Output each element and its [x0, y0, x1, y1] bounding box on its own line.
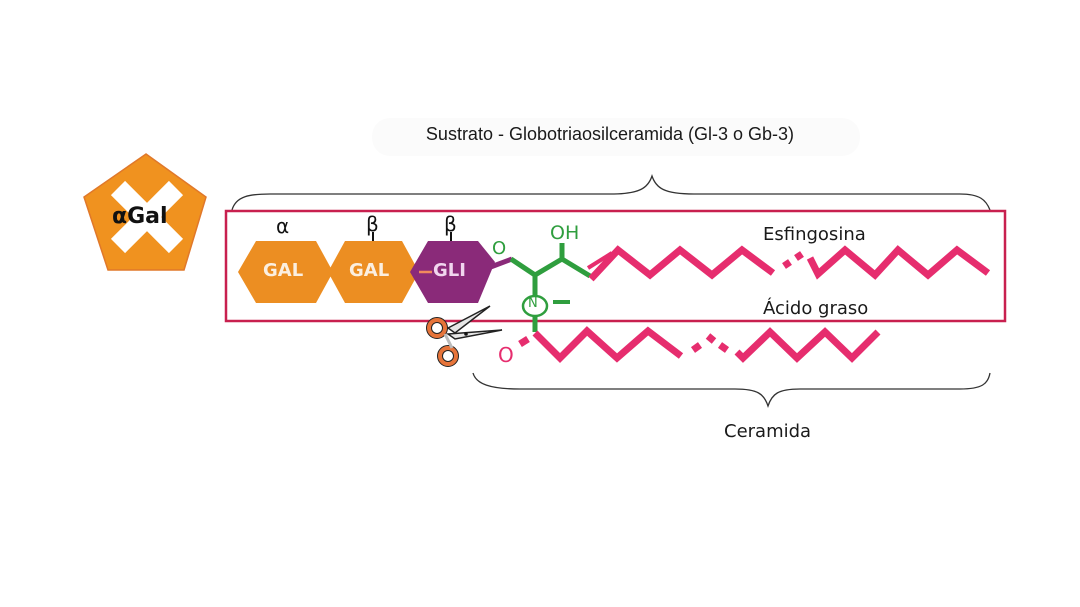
sugar-label-gal-2: GAL	[349, 260, 390, 281]
fatty-acid-label: Ácido graso	[763, 298, 869, 319]
diagram-title: Sustrato - Globotriaosilceramida (Gl-3 o…	[425, 124, 795, 144]
linkage-alpha: α	[276, 214, 290, 238]
hydroxyl-label: OH	[550, 222, 580, 244]
chain-gap-dash	[705, 333, 717, 344]
oxygen-link-label: O	[492, 238, 507, 259]
chain-gap-dash	[717, 342, 730, 353]
sugar-label-gal-1: GAL	[263, 260, 304, 281]
fatty-acid-chain	[518, 326, 881, 363]
scissors-icon	[426, 305, 503, 367]
enzyme-badge	[83, 153, 207, 271]
glycosidic-link	[487, 256, 513, 271]
enzyme-label: αGal	[112, 204, 168, 229]
blocked-x-icon	[110, 180, 184, 254]
title-background	[372, 118, 860, 156]
sphingosine-label: Esfingosina	[763, 224, 866, 245]
chain-gap-dash	[782, 259, 792, 269]
sugar-hex-gal-2	[328, 241, 419, 303]
sugar-hex-gal-1	[238, 241, 333, 303]
sphingosine-chain	[586, 245, 991, 282]
linkage-beta-1: β	[366, 212, 379, 236]
ceramide-brace	[472, 372, 991, 409]
chain-gap-dash	[794, 251, 804, 261]
substrate-frame	[224, 209, 1007, 323]
carbonyl-oxygen-label: O	[498, 343, 514, 367]
ceramide-backbone	[509, 243, 592, 332]
ceramide-label: Ceramida	[724, 421, 812, 442]
sugar-hex-gli	[410, 241, 495, 303]
linkage-beta-2: β	[444, 212, 457, 236]
sugar-label-gli: GLI	[433, 260, 466, 281]
chain-gap-dash	[690, 342, 703, 353]
substrate-brace	[231, 173, 991, 211]
nitrogen-label: N	[528, 296, 538, 311]
